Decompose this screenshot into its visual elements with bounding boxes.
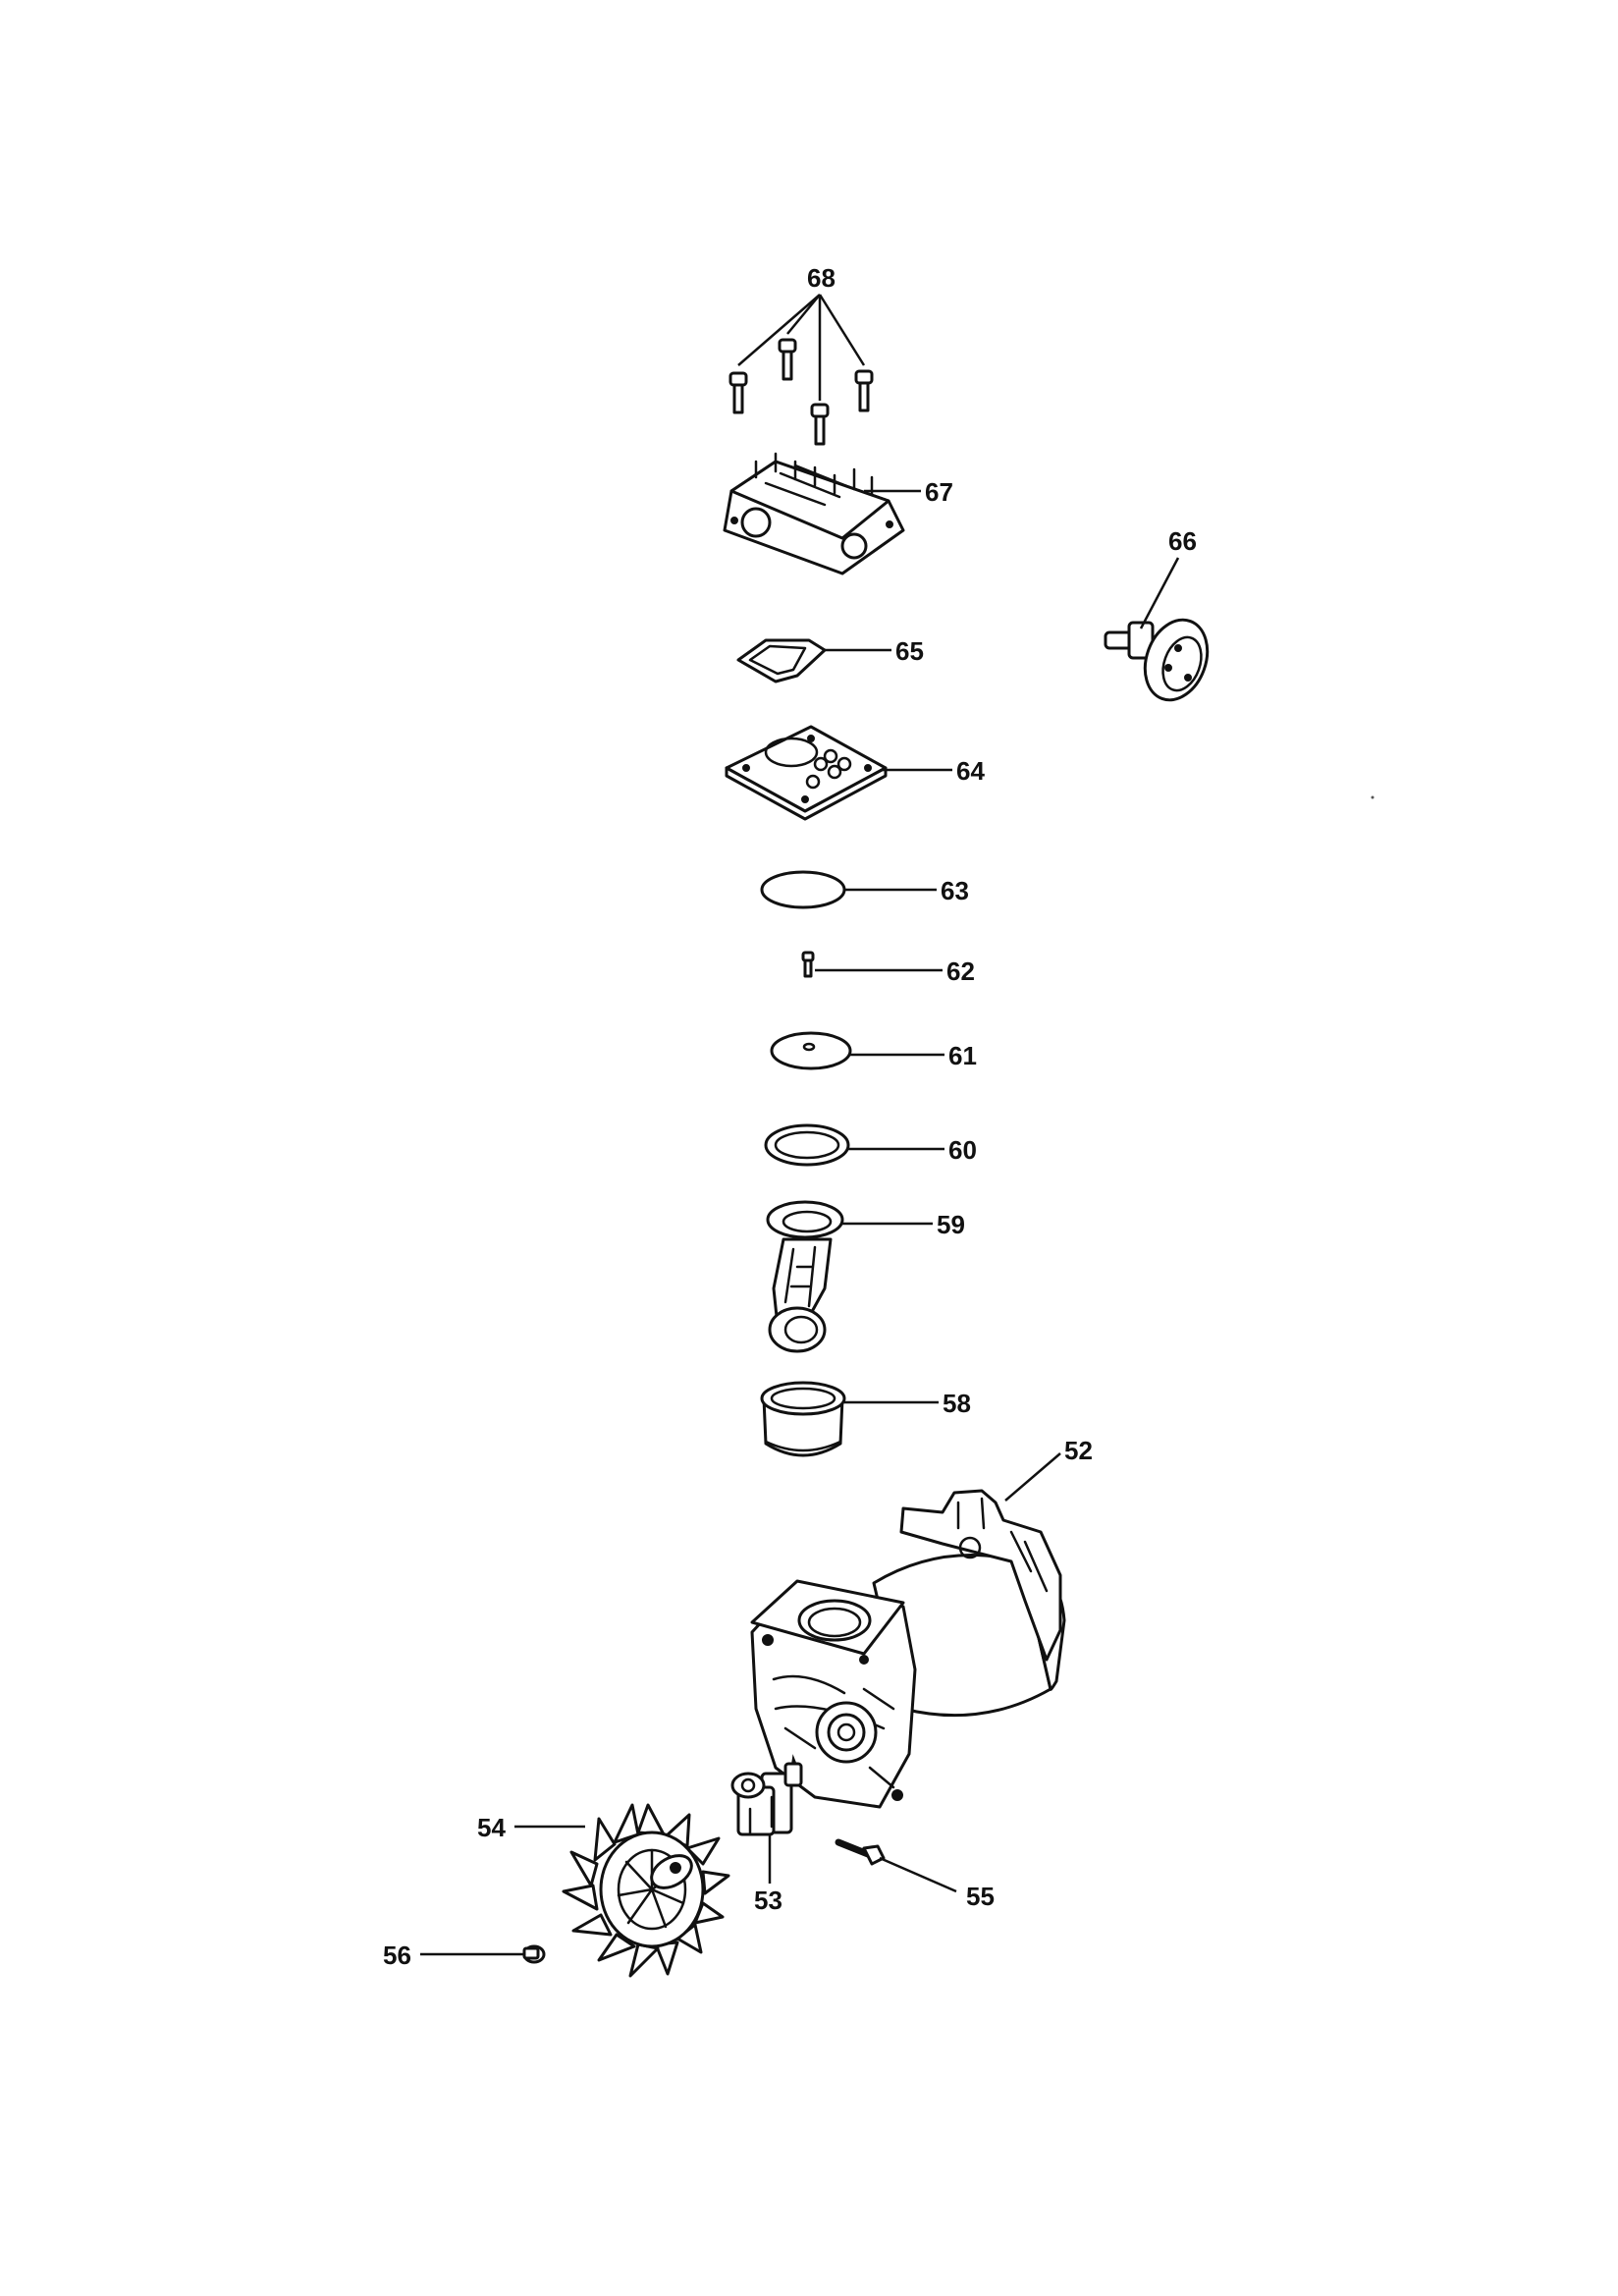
part-61-valve-disc	[770, 1031, 944, 1070]
part-65-gasket	[736, 638, 891, 683]
part-59-connecting-rod	[766, 1200, 933, 1353]
part-54-fan	[514, 1803, 730, 1978]
callout-68: 68	[807, 263, 836, 293]
callout-62: 62	[946, 957, 975, 986]
part-56-screw	[420, 1944, 546, 1964]
part-58-cylinder-sleeve	[760, 1381, 939, 1457]
part-52-crankcase-motor	[750, 1452, 1066, 1809]
bolt	[810, 403, 830, 446]
callout-61: 61	[948, 1041, 977, 1070]
callout-54: 54	[477, 1813, 506, 1842]
part-67-cylinder-head	[723, 452, 921, 575]
bolt	[778, 338, 797, 381]
part-55-bolt	[835, 1838, 957, 1893]
callout-53: 53	[754, 1886, 782, 1915]
part-53-crank	[730, 1762, 803, 1884]
callout-66: 66	[1168, 526, 1197, 556]
callout-67: 67	[925, 477, 953, 507]
part-60-ring	[764, 1123, 944, 1167]
callout-59: 59	[937, 1210, 965, 1239]
stray-mark	[1371, 795, 1375, 799]
callout-56: 56	[383, 1941, 411, 1970]
part-63-o-ring	[760, 870, 937, 909]
part-66-unloader-valve	[1104, 557, 1210, 702]
callout-55: 55	[966, 1882, 995, 1911]
callout-60: 60	[948, 1135, 977, 1165]
part-68-head-bolts	[728, 294, 874, 446]
part-64-valve-plate	[725, 725, 952, 821]
callout-52: 52	[1064, 1436, 1093, 1465]
callout-64: 64	[956, 756, 985, 786]
callout-63: 63	[941, 876, 969, 905]
callout-58: 58	[943, 1389, 971, 1418]
bolt	[854, 369, 874, 412]
part-62-screw	[801, 951, 943, 978]
callout-65: 65	[895, 636, 924, 666]
bolt	[728, 371, 748, 414]
